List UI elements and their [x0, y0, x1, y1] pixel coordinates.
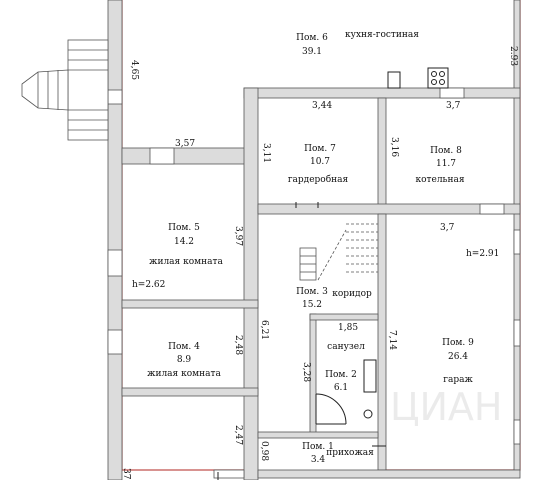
- room-8: Пом. 8 11.7 котельная: [415, 146, 464, 185]
- wall-hall-top: [257, 431, 379, 439]
- dim-2-48: 2,48: [233, 335, 243, 355]
- room-label: Пом. 9: [442, 338, 474, 348]
- watermark: ЦИАН: [390, 385, 503, 429]
- height-garage: h=2.91: [466, 249, 499, 259]
- room-area: 8.9: [177, 355, 192, 365]
- room-area: 26.4: [448, 352, 468, 362]
- room-6: Пом. 6 39.1 кухня-гостиная: [296, 30, 419, 57]
- stove-icon: [427, 67, 449, 89]
- wall-bath-top: [309, 313, 379, 321]
- dim-3-28: 3,28: [301, 362, 311, 382]
- room-area: 11.7: [436, 159, 456, 169]
- dim-6-21: 6,21: [259, 320, 269, 340]
- room-name: коридор: [332, 289, 372, 299]
- room-label: Пом. 6: [296, 33, 328, 43]
- room-2: Пом. 2 6.1 санузел: [325, 342, 365, 393]
- wall-left-outer: [107, 0, 123, 480]
- dim-7-14: 7,14: [387, 330, 397, 350]
- room-9: Пом. 9 26.4 гараж: [442, 338, 474, 385]
- room-area: 14.2: [174, 237, 194, 247]
- dim-3-97: 3,97: [233, 226, 243, 246]
- room-area: 6.1: [334, 383, 348, 393]
- room-label: Пом. 4: [168, 342, 200, 352]
- wall-bottom: [257, 469, 521, 479]
- room-area: 10.7: [310, 157, 330, 167]
- room-label: Пом. 2: [325, 370, 357, 380]
- room-name: жилая комната: [149, 257, 223, 267]
- wall-garage-left: [377, 213, 387, 471]
- wall-room6-bottom-left: [121, 147, 253, 165]
- door-marks: [217, 202, 386, 480]
- room-5: Пом. 5 14.2 жилая комната: [149, 223, 223, 267]
- windows: [107, 87, 521, 479]
- dimension-labels: 2.93 4,65 3,44 3,7 3,11 3,16 3,57 3,7 3,…: [121, 46, 518, 480]
- wall-corridor-left: [243, 87, 259, 480]
- room-4: Пом. 4 8.9 жилая комната: [147, 342, 221, 379]
- room-label: Пом. 3: [296, 287, 328, 297]
- wall-room4-bottom: [121, 387, 259, 397]
- entrance-steps: [21, 39, 109, 141]
- wall-room7-right: [377, 97, 387, 211]
- room-area: 39.1: [302, 47, 322, 57]
- bathroom-fixtures: [315, 359, 377, 425]
- height-room5: h=2.62: [132, 280, 165, 290]
- dim-3-16: 3,16: [389, 137, 399, 157]
- sink-icon: [387, 71, 401, 89]
- room-name: прихожая: [326, 448, 374, 458]
- wall-corridor-top: [243, 87, 521, 99]
- room-area: 3.4: [311, 455, 326, 465]
- dim-1-85: 1,85: [338, 323, 358, 333]
- room-name: жилая комната: [147, 369, 221, 379]
- room-name: гардеробная: [288, 174, 349, 185]
- dim-3-7-top: 3,7: [446, 101, 461, 111]
- room-area: 15.2: [302, 300, 322, 310]
- room-label: Пом. 1: [302, 442, 334, 452]
- room-7: Пом. 7 10.7 гардеробная: [288, 144, 349, 185]
- room-label: Пом. 8: [430, 146, 462, 156]
- staircase: [299, 223, 378, 281]
- room-name: санузел: [327, 342, 365, 352]
- dim-4-65: 4,65: [129, 60, 139, 80]
- dim-3-44: 3,44: [312, 101, 332, 111]
- room-name: гараж: [443, 375, 473, 385]
- dim-3-11: 3,11: [261, 143, 271, 163]
- room-name: кухня-гостиная: [345, 30, 419, 40]
- room-1: Пом. 1 3.4 прихожая: [302, 442, 374, 465]
- wall-room7-bottom: [257, 203, 521, 215]
- dim-3-7-garage: 3,7: [440, 223, 455, 233]
- room-label: Пом. 5: [168, 223, 200, 233]
- dim-2-93: 2.93: [508, 46, 518, 66]
- room-name: котельная: [415, 175, 464, 185]
- room-3: Пом. 3 15.2 коридор: [296, 287, 372, 310]
- wall-room5-bottom: [121, 299, 259, 309]
- dim-3-57: 3,57: [175, 139, 195, 149]
- dim-0-98: 0,98: [259, 441, 269, 461]
- dim-37: 37: [121, 468, 131, 480]
- dim-2-47: 2,47: [233, 425, 243, 445]
- room-label: Пом. 7: [304, 144, 336, 154]
